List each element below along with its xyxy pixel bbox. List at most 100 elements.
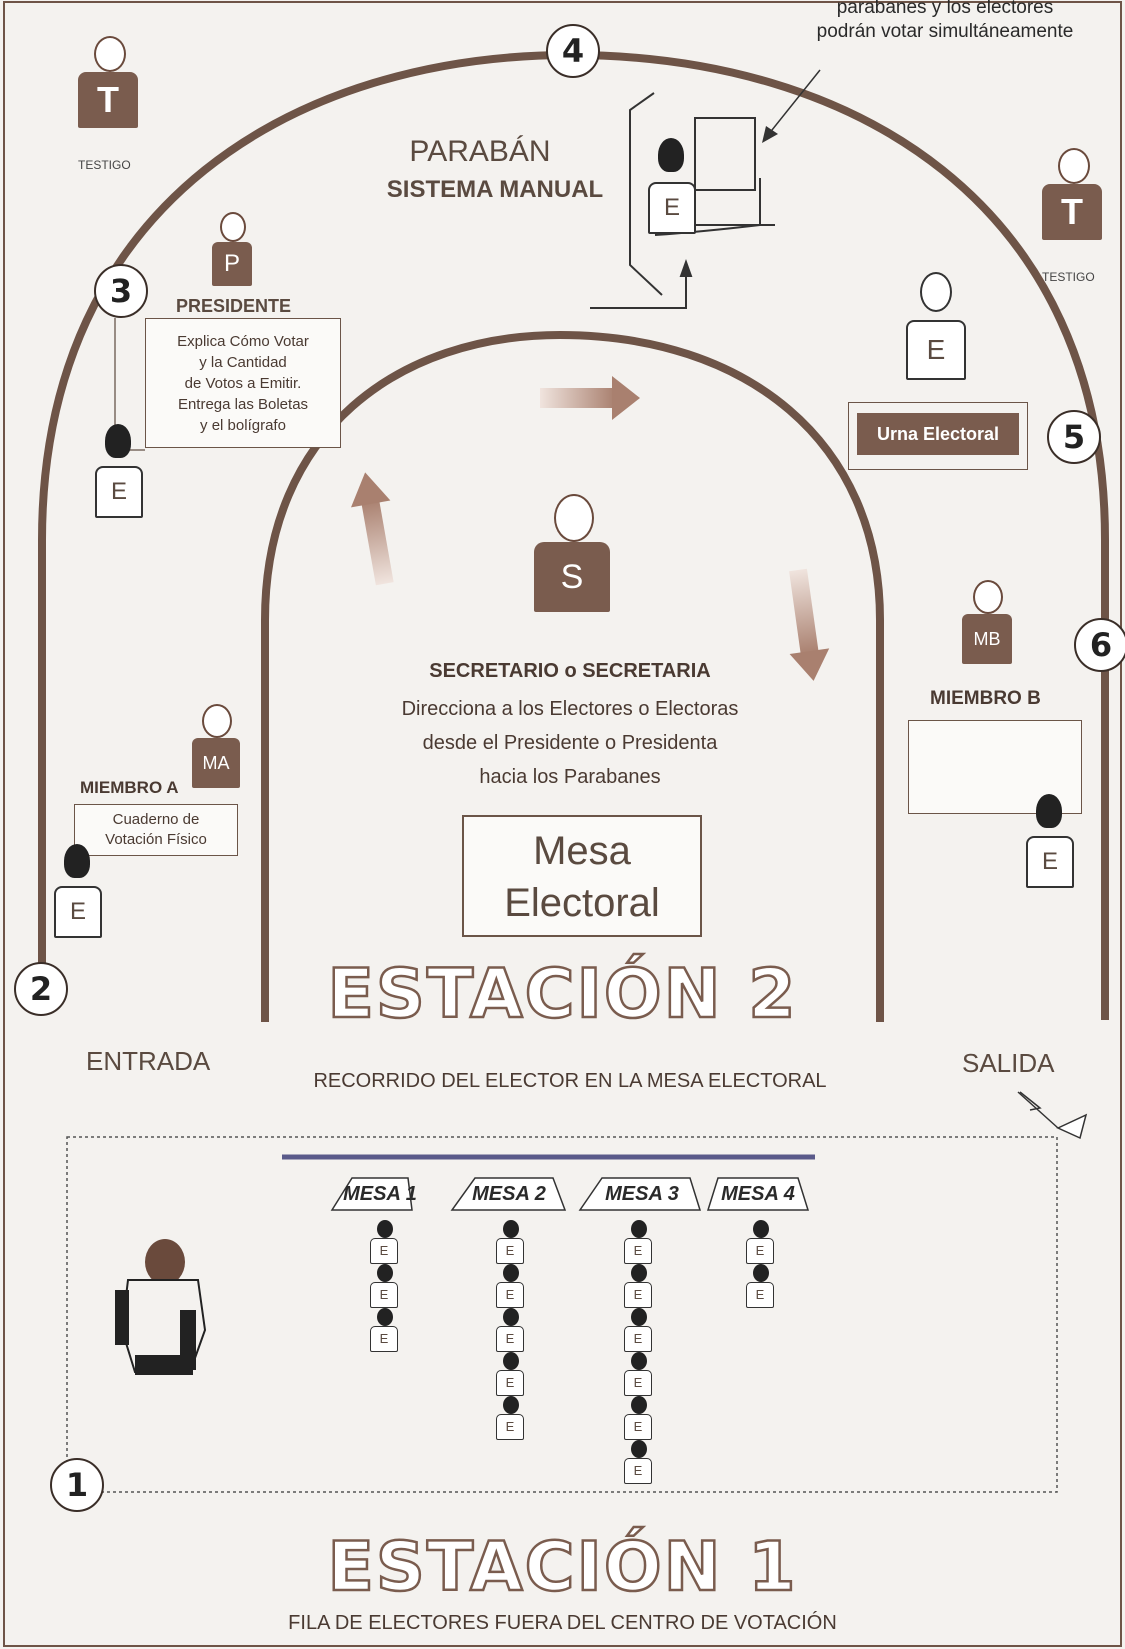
queue-elector: E — [496, 1352, 524, 1402]
paraban-booth-icon — [590, 92, 775, 309]
miembro-a-figure: MA — [192, 704, 240, 794]
presidente-line: y la Cantidad — [199, 354, 287, 371]
urna-label: Urna Electoral — [857, 413, 1019, 455]
queue-elector: E — [746, 1264, 774, 1314]
queue-elector: E — [496, 1396, 524, 1446]
step-3-marker: 3 — [94, 264, 148, 318]
queue-elector: E — [496, 1220, 524, 1270]
flow-arrow-right — [540, 376, 640, 420]
step-4-marker: 4 — [546, 24, 600, 78]
queue-elector-badge: E — [746, 1282, 774, 1308]
queue-elector: E — [624, 1352, 652, 1402]
presidente-figure: P — [212, 212, 252, 292]
flow-arrow-down — [789, 568, 830, 681]
presidente-badge: P — [212, 242, 252, 286]
mesa-tag: MESA 3 — [605, 1182, 679, 1205]
presidente-line: y el bolígrafo — [200, 417, 286, 434]
mesa-tag: MESA 4 — [721, 1182, 795, 1205]
testigo-left-badge: T — [78, 72, 138, 128]
miembro-a-badge: MA — [192, 738, 240, 788]
queue-elector: E — [370, 1220, 398, 1270]
inner-arch — [261, 330, 884, 1022]
queue-elector: E — [746, 1220, 774, 1270]
step-1-marker: 1 — [50, 1458, 104, 1512]
station1-subtitle: FILA DE ELECTORES FUERA DEL CENTRO DE VO… — [288, 1612, 837, 1634]
elector-miembro-b-figure: E — [1026, 794, 1074, 894]
presidente-line: Explica Cómo Votar — [177, 333, 309, 350]
queue-elector: E — [496, 1308, 524, 1358]
queue-elector: E — [496, 1264, 524, 1314]
queue-elector-badge: E — [624, 1326, 652, 1352]
guard-figure — [115, 1239, 207, 1375]
step-6-marker: 6 — [1074, 618, 1125, 672]
queue-elector-badge: E — [370, 1326, 398, 1352]
mesa-tag: MESA 1 — [343, 1182, 417, 1205]
queue-elector-badge: E — [624, 1282, 652, 1308]
paraban-subtitle: SISTEMA MANUAL — [386, 176, 604, 203]
testigo-right-label: TESTIGO — [1042, 270, 1095, 284]
callout-text: parabanes y los electores podrán votar s… — [780, 0, 1110, 44]
queue-elector-badge: E — [746, 1238, 774, 1264]
presidente-line: Entrega las Boletas — [177, 396, 309, 413]
miembro-a-line: Votación Físico — [105, 831, 207, 848]
step-2-marker: 2 — [14, 962, 68, 1016]
secretario-line: hacia los Parabanes — [479, 766, 661, 788]
station1-box — [66, 1136, 1058, 1493]
queue-elector-badge: E — [496, 1282, 524, 1308]
queue-elector-badge: E — [496, 1414, 524, 1440]
queue-elector-badge: E — [624, 1370, 652, 1396]
testigo-right-figure: T — [1042, 148, 1102, 258]
presidente-description-box: Explica Cómo Votar y la Cantidad de Voto… — [145, 318, 341, 448]
secretario-line: desde el Presidente o Presidenta — [422, 732, 718, 754]
queue-elector: E — [624, 1308, 652, 1358]
station2-title: ESTACIÓN 2 — [326, 954, 798, 1036]
queue-elector-badge: E — [624, 1458, 652, 1484]
salida-label: SALIDA — [962, 1048, 1055, 1078]
presidente-label: PRESIDENTE — [176, 296, 292, 316]
queue-elector-badge: E — [370, 1282, 398, 1308]
queue-elector-badge: E — [624, 1414, 652, 1440]
elector-badge: E — [1026, 836, 1074, 888]
queue-elector: E — [370, 1308, 398, 1358]
station1-title: ESTACIÓN 1 — [326, 1527, 798, 1609]
mesa-tag: MESA 2 — [472, 1182, 546, 1205]
secretario-figure: S — [534, 494, 610, 618]
secretario-badge: S — [534, 542, 610, 612]
queue-elector-badge: E — [496, 1326, 524, 1352]
elector-badge: E — [906, 320, 966, 380]
queue-elector: E — [624, 1220, 652, 1270]
urna-box: Urna Electoral — [848, 402, 1028, 470]
queue-elector-badge: E — [496, 1370, 524, 1396]
elector-badge: E — [95, 466, 143, 518]
paraban-title: PARABÁN — [409, 135, 551, 168]
callout-line-1: parabanes y los electores — [836, 0, 1054, 18]
presidente-description: Explica Cómo Votar y la Cantidad de Voto… — [146, 331, 340, 436]
queue-elector-badge: E — [496, 1238, 524, 1264]
testigo-left-figure: T — [78, 36, 138, 146]
mesa-electoral-line2: Electoral — [504, 881, 660, 925]
miembro-a-box: Cuaderno de Votación Físico — [74, 804, 238, 856]
presidente-line: de Votos a Emitir. — [184, 375, 302, 392]
elector-urna-figure: E — [906, 272, 966, 382]
step-5-marker: 5 — [1047, 410, 1101, 464]
secretario-title: SECRETARIO o SECRETARIA — [429, 660, 711, 682]
secretario-description: Direcciona a los Electores o Electoras d… — [330, 692, 810, 794]
elector-badge: E — [648, 182, 696, 234]
mesa-electoral-box: Mesa Electoral — [462, 815, 702, 937]
elector-presidente-figure: E — [95, 424, 143, 524]
elector-paraban-figure: E — [648, 138, 696, 248]
queue-elector: E — [624, 1264, 652, 1314]
mesa-electoral-line1: Mesa — [533, 829, 631, 873]
miembro-b-badge: MB — [962, 614, 1012, 664]
callout-line-2: podrán votar simultáneamente — [816, 21, 1074, 42]
queue-elector: E — [624, 1396, 652, 1446]
miembro-a-label: MIEMBRO A — [80, 778, 179, 797]
queue-elector-badge: E — [624, 1238, 652, 1264]
queue-elector-badge: E — [370, 1238, 398, 1264]
elector-badge: E — [54, 886, 102, 938]
miembro-a-line: Cuaderno de — [112, 811, 200, 828]
miembro-b-label: MIEMBRO B — [930, 688, 1041, 709]
salida-arrow — [1017, 1091, 1088, 1140]
